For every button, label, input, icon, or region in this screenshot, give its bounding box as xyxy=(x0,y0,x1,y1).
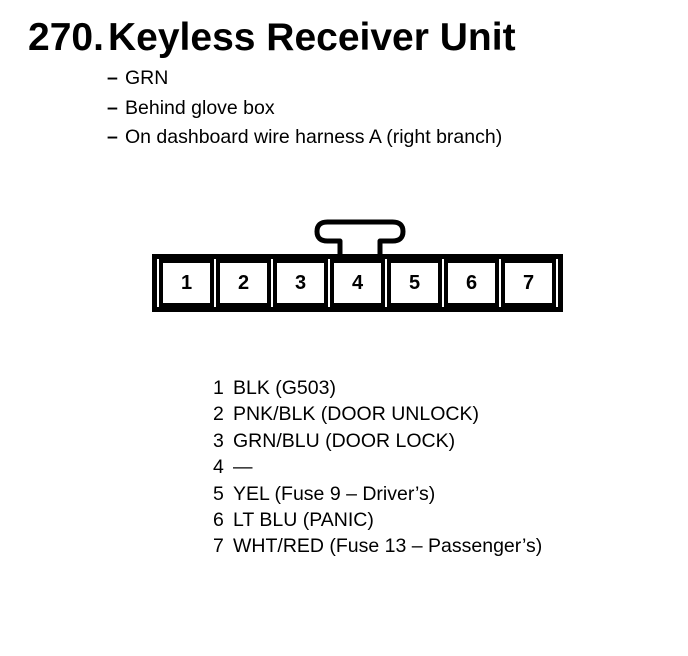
pin-assignment-list: 1 BLK (G503) 2 PNK/BLK (DOOR UNLOCK) 3 G… xyxy=(213,375,542,560)
note-text: Behind glove box xyxy=(125,96,275,119)
pin-row: 3 GRN/BLU (DOOR LOCK) xyxy=(213,428,542,454)
connector-cavity-4: 4 xyxy=(330,259,385,307)
connector-pin-diagram: 1 2 3 4 5 6 7 xyxy=(152,254,563,312)
pin-number: 4 xyxy=(213,456,224,479)
connector-cavity-6: 6 xyxy=(444,259,499,307)
note-text: GRN xyxy=(125,67,169,89)
pin-row: 2 PNK/BLK (DOOR UNLOCK) xyxy=(213,401,542,427)
pin-row: 5 YEL (Fuse 9 – Driver’s) xyxy=(213,481,542,507)
bullet-dash: – xyxy=(107,126,118,148)
pin-wire-label: GRN/BLU (DOOR LOCK) xyxy=(233,429,456,452)
pin-wire-label: — xyxy=(233,456,253,479)
location-notes: –GRN –Behind glove box –On dashboard wir… xyxy=(107,64,502,153)
pin-number: 6 xyxy=(213,509,224,532)
note-text: On dashboard wire harness A (right branc… xyxy=(125,126,503,148)
pin-wire-label: YEL (Fuse 9 – Driver’s) xyxy=(233,482,436,505)
pin-wire-label: LT BLU (PANIC) xyxy=(233,509,374,532)
pin-row: 4 — xyxy=(213,454,542,480)
pin-number: 3 xyxy=(213,429,224,452)
page-title: 270.Keyless Receiver Unit xyxy=(28,16,516,61)
pin-row: 7 WHT/RED (Fuse 13 – Passenger’s) xyxy=(213,533,542,559)
connector-key-tab-icon xyxy=(314,219,406,254)
bullet-dash: – xyxy=(107,67,118,89)
pin-wire-label: PNK/BLK (DOOR UNLOCK) xyxy=(233,403,479,426)
connector-cavity-5: 5 xyxy=(387,259,442,307)
connector-cavity-7: 7 xyxy=(501,259,556,307)
pin-wire-label: BLK (G503) xyxy=(233,377,336,399)
note-line: –Behind glove box xyxy=(107,94,502,124)
pin-number: 1 xyxy=(213,377,224,399)
pin-wire-label: WHT/RED (Fuse 13 – Passenger’s) xyxy=(233,535,543,558)
pin-number: 5 xyxy=(213,482,224,505)
section-number: 270. xyxy=(28,16,104,59)
connector-cavity-3: 3 xyxy=(273,259,328,307)
section-title-text: Keyless Receiver Unit xyxy=(108,16,516,59)
pin-row: 6 LT BLU (PANIC) xyxy=(213,507,542,533)
bullet-dash: – xyxy=(107,96,118,119)
connector-cavity-1: 1 xyxy=(159,259,214,307)
pin-number: 7 xyxy=(213,535,224,558)
connector-cavity-2: 2 xyxy=(216,259,271,307)
note-line: –On dashboard wire harness A (right bran… xyxy=(107,123,502,153)
pin-number: 2 xyxy=(213,403,224,426)
pin-row: 1 BLK (G503) xyxy=(213,375,542,401)
note-line: –GRN xyxy=(107,64,502,94)
